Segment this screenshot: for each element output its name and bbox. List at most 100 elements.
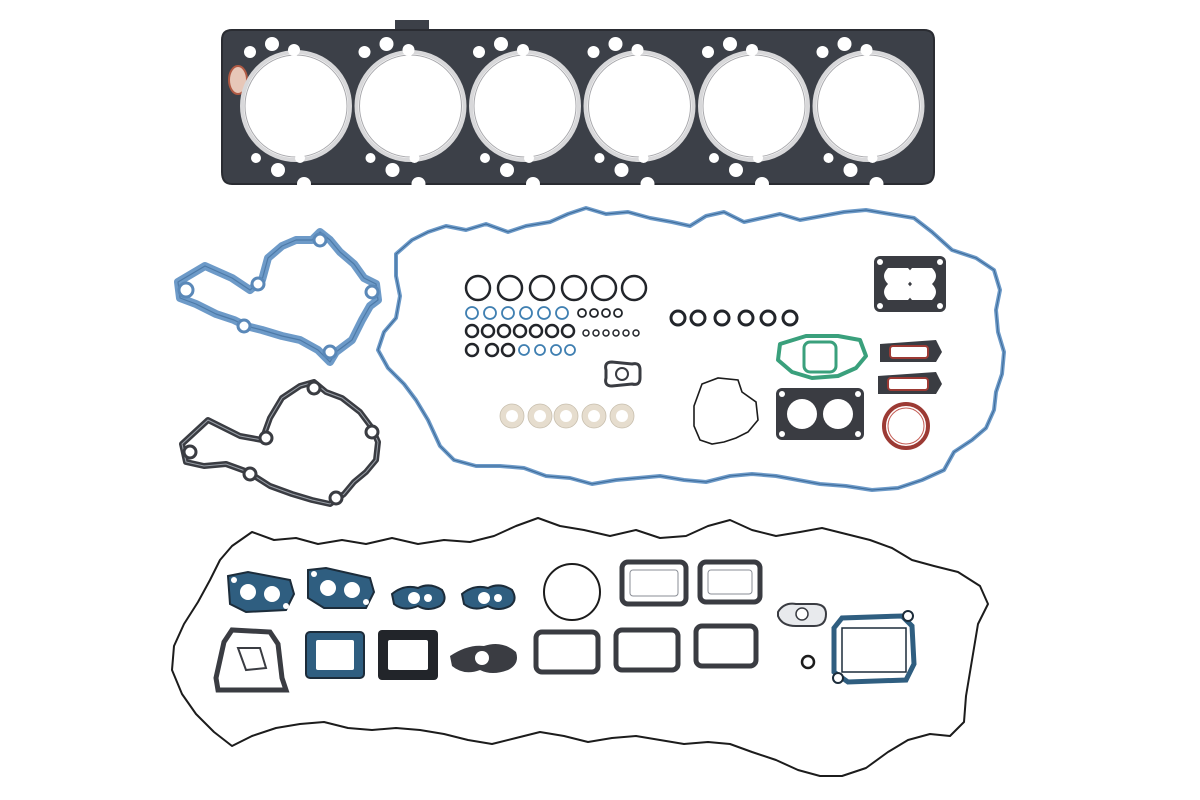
head-gasket-hole (251, 153, 261, 163)
lower-port-gasket-1 (533, 629, 601, 675)
head-gasket-hole (280, 64, 288, 72)
red-flange-gasket-2 (878, 372, 942, 394)
head-gasket-hole (295, 153, 305, 163)
o-ring-thick (669, 309, 687, 327)
cylinder-bore (354, 50, 467, 162)
blue-rect-housing-gasket (831, 610, 917, 685)
o-ring (560, 274, 588, 302)
o-ring (496, 274, 524, 302)
head-gasket-hole (271, 163, 285, 177)
rect-port-gasket-2 (697, 559, 763, 605)
o-ring (496, 323, 512, 339)
o-ring-blue (483, 306, 497, 320)
head-gasket-hole (837, 37, 852, 51)
head-gasket-hole (365, 153, 376, 163)
head-gasket-hole (823, 153, 834, 163)
turbo-flange-gasket-lower (776, 388, 864, 440)
head-gasket-hole (402, 44, 415, 56)
head-gasket-hole (288, 44, 300, 56)
o-ring (464, 323, 480, 339)
o-ring (528, 274, 556, 302)
oil-pan-gasket (171, 517, 989, 777)
o-ring-tiny (602, 329, 610, 337)
head-gasket-hole (409, 153, 420, 163)
turbo-flange-gasket-top (874, 256, 946, 312)
head-gasket-hole (594, 153, 605, 163)
exhaust-port-gasket-2 (460, 584, 516, 610)
o-ring-small (577, 308, 587, 318)
o-ring (512, 323, 528, 339)
diamond-flange-gasket (450, 644, 517, 673)
teal-manifold-gasket-2 (307, 566, 376, 609)
head-gasket-hole (358, 46, 371, 58)
o-ring-thick (781, 309, 799, 327)
red-flange-gasket-1 (880, 340, 942, 362)
head-gasket-hole (852, 64, 861, 72)
water-pump-gasket-blue (174, 228, 382, 366)
head-gasket-hole (385, 163, 400, 177)
o-ring-blue (534, 344, 546, 356)
injector-seal (582, 404, 606, 428)
lower-port-gasket-2 (613, 627, 681, 673)
o-ring (528, 323, 544, 339)
exhaust-port-gasket-1 (390, 584, 446, 610)
o-ring-tiny (622, 329, 630, 337)
o-ring-tiny (612, 329, 620, 337)
o-ring-blue (519, 306, 533, 320)
lower-port-gasket-3 (693, 623, 759, 669)
o-ring (464, 342, 480, 358)
head-gasket-hole (509, 64, 517, 72)
green-oil-cooler-gasket (776, 334, 868, 380)
head-gasket-hole (517, 44, 529, 56)
head-gasket-hole (631, 44, 644, 56)
head-gasket-hole (265, 37, 279, 51)
o-ring (620, 274, 648, 302)
cylinder-bore (240, 50, 352, 162)
o-ring-blue (518, 344, 530, 356)
o-ring-blue (555, 306, 569, 320)
cylinder-bore (698, 50, 810, 162)
o-ring-blue (550, 344, 562, 356)
o-ring-thick (759, 309, 777, 327)
o-ring (590, 274, 618, 302)
square-flange-gasket-1 (305, 631, 365, 679)
o-ring-blue (564, 344, 576, 356)
injector-seal (528, 404, 552, 428)
o-ring-thick (713, 309, 731, 327)
o-ring (464, 274, 492, 302)
head-gasket-hole (608, 37, 623, 51)
injector-seal (554, 404, 578, 428)
head-gasket-hole (244, 46, 256, 58)
square-flange-gasket-2 (378, 630, 438, 680)
o-ring-tiny (632, 329, 640, 337)
o-ring-thick (689, 309, 707, 327)
o-ring-tiny (592, 329, 600, 337)
head-gasket-hole (379, 37, 394, 51)
head-gasket-hole (753, 153, 763, 163)
head-gasket-hole (623, 64, 632, 72)
o-ring (544, 323, 560, 339)
valve-cover-gasket-blue (376, 206, 1006, 492)
cylinder-bore (583, 50, 696, 162)
o-ring-blue (501, 306, 515, 320)
head-gasket-hole (738, 64, 746, 72)
red-round-seal (882, 402, 930, 450)
head-gasket-hole (480, 153, 490, 163)
head-gasket-hole (709, 153, 719, 163)
head-gasket-hole (587, 46, 600, 58)
small-oval-gasket (777, 602, 828, 627)
head-gasket-hole (394, 64, 403, 72)
thin-outline-gasket (693, 377, 759, 445)
head-gasket-hole (524, 153, 534, 163)
injector-seal-set (499, 403, 635, 429)
cylinder-bore (812, 50, 925, 162)
o-ring-tiny (582, 329, 590, 337)
o-ring (484, 342, 500, 358)
o-ring-small (589, 308, 599, 318)
o-ring-small (613, 308, 623, 318)
injector-seal (610, 404, 634, 428)
head-gasket-hole (816, 46, 829, 58)
large-round-seal (543, 563, 601, 621)
thermostat-housing-gasket (213, 627, 290, 693)
head-gasket-hole (500, 163, 514, 177)
